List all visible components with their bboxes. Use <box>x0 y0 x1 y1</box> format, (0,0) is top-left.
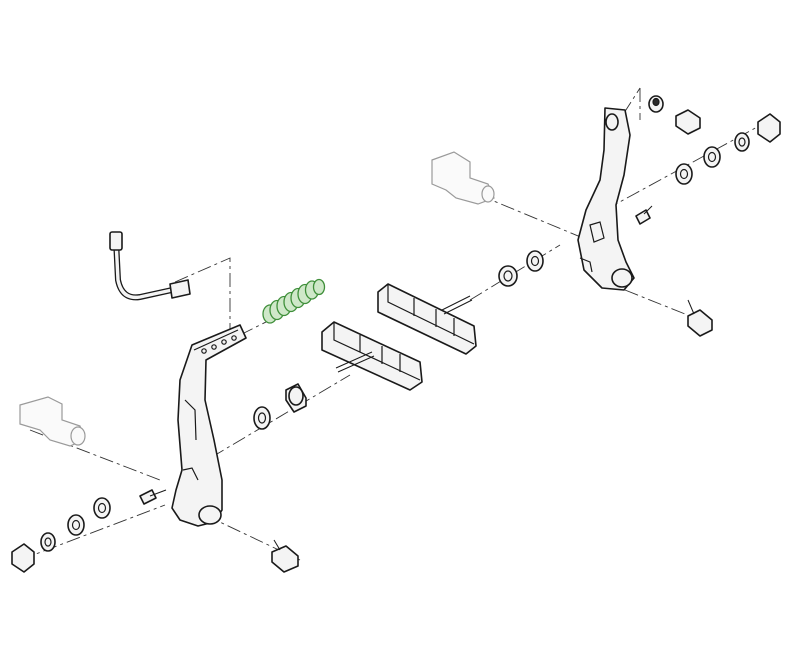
right-pad-washers <box>498 250 544 287</box>
highlighted-spring <box>262 278 326 324</box>
right-brake-arm <box>577 107 635 291</box>
brake-pad-back <box>377 283 477 355</box>
right-top-bushing <box>648 95 664 113</box>
right-mounting-bolt <box>687 299 713 337</box>
right-frame-boss <box>431 151 495 205</box>
left-pivot-hardware <box>11 497 111 573</box>
left-tension-screw <box>139 489 167 505</box>
left-mounting-bolt <box>271 539 299 573</box>
brake-pad-front <box>321 321 423 391</box>
right-tension-screw <box>635 205 653 225</box>
left-frame-boss <box>19 396 86 447</box>
left-brake-arm <box>171 324 247 527</box>
cable-noodle <box>109 231 191 301</box>
assembly-axes <box>19 87 771 561</box>
right-pivot-hardware <box>675 113 781 185</box>
left-pad-washers <box>253 383 307 430</box>
right-top-bolt <box>675 109 701 135</box>
